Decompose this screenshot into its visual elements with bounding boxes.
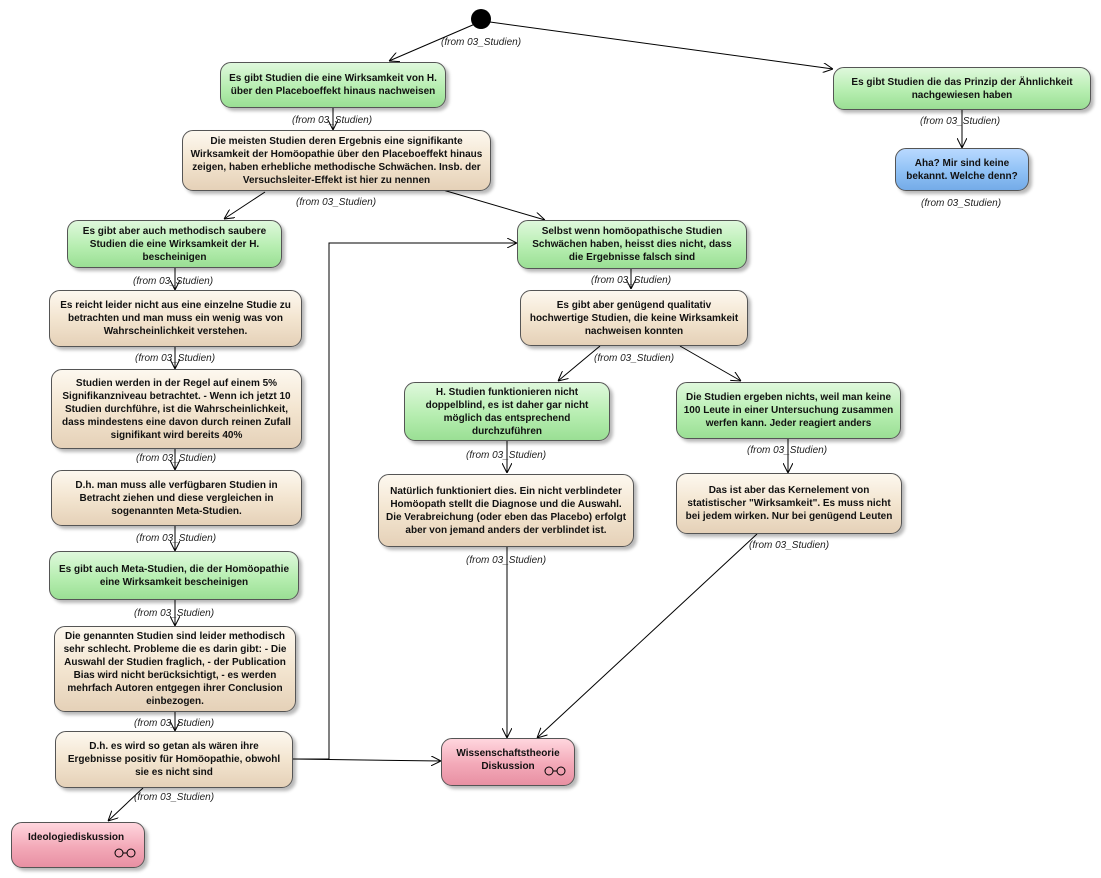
node-selbst[interactable]: Selbst wenn homöopathische Studien Schwä…: [517, 220, 747, 269]
node-wirksamkeit[interactable]: Es gibt Studien die eine Wirksamkeit von…: [220, 62, 446, 108]
node-aha[interactable]: Aha? Mir sind keine bekannt. Welche denn…: [895, 148, 1029, 191]
from-label: (from 03_Studien): [135, 353, 216, 364]
initial-node-icon: [471, 9, 491, 29]
node-wissenschaft-label: Wissenschaftstheorie Diskussion: [456, 748, 560, 772]
node-meta[interactable]: Es gibt auch Meta-Studien, die der Homöo…: [49, 551, 299, 600]
edge-start-aehnlichkeit: [489, 21, 833, 69]
node-genannten[interactable]: Die genannten Studien sind leider method…: [54, 626, 296, 712]
edge-meisten-saubere: [224, 191, 266, 219]
node-ideologie[interactable]: Ideologiediskussion: [11, 822, 145, 868]
from-label: (from 03_Studien): [749, 540, 830, 551]
from-label: (from 03_Studien): [136, 453, 217, 464]
node-dh-meta[interactable]: D.h. man muss alle verfügbaren Studien i…: [51, 470, 302, 526]
node-aehnlichkeit[interactable]: Es gibt Studien die das Prinzip der Ähnl…: [833, 67, 1091, 110]
from-label: (from 03_Studien): [920, 116, 1001, 127]
from-label: (from 03_Studien): [747, 445, 828, 456]
edge-getan-selbst: [293, 243, 517, 760]
node-ideologie-label: Ideologiediskussion: [28, 832, 125, 843]
edge-genuegend-nichts: [679, 345, 741, 381]
from-label: (from 03_Studien): [466, 555, 547, 566]
glasses-icon: [114, 848, 136, 858]
node-nichts[interactable]: Die Studien ergeben nichts, weil man kei…: [676, 382, 901, 439]
edge-meisten-selbst: [442, 189, 545, 220]
edge-getan-ideologie: [108, 787, 144, 821]
node-natuerlich[interactable]: Natürlich funktioniert dies. Ein nicht v…: [378, 474, 634, 547]
from-label: (from 03_Studien): [292, 115, 373, 126]
node-meisten[interactable]: Die meisten Studien deren Ergebnis eine …: [182, 130, 491, 191]
node-getan[interactable]: D.h. es wird so getan als wären ihre Erg…: [55, 731, 293, 788]
from-label: (from 03_Studien): [441, 37, 522, 48]
from-label: (from 03_Studien): [134, 608, 215, 619]
edge-start-wirksamkeit: [389, 23, 476, 61]
edge-genuegend-doppelblind: [558, 345, 601, 381]
from-label: (from 03_Studien): [921, 198, 1002, 209]
from-label: (from 03_Studien): [134, 718, 215, 729]
node-wissenschaft[interactable]: Wissenschaftstheorie Diskussion: [441, 738, 575, 786]
from-label: (from 03_Studien): [591, 275, 672, 286]
from-label: (from 03_Studien): [136, 533, 217, 544]
node-genuegend[interactable]: Es gibt aber genügend qualitativ hochwer…: [520, 290, 748, 346]
edge-kernelement-wissenschaft: [537, 533, 758, 738]
from-label: (from 03_Studien): [594, 353, 675, 364]
glasses-icon: [544, 766, 566, 776]
from-label: (from 03_Studien): [296, 197, 377, 208]
from-label: (from 03_Studien): [134, 792, 215, 803]
node-saubere[interactable]: Es gibt aber auch methodisch saubere Stu…: [67, 220, 282, 268]
node-doppelblind[interactable]: H. Studien funktionieren nicht doppelbli…: [404, 382, 610, 441]
node-reicht[interactable]: Es reicht leider nicht aus eine einzelne…: [49, 290, 302, 347]
from-label: (from 03_Studien): [466, 450, 547, 461]
node-kernelement[interactable]: Das ist aber das Kernelement von statist…: [676, 473, 902, 534]
from-label: (from 03_Studien): [133, 276, 214, 287]
node-regel[interactable]: Studien werden in der Regel auf einem 5%…: [51, 369, 302, 449]
